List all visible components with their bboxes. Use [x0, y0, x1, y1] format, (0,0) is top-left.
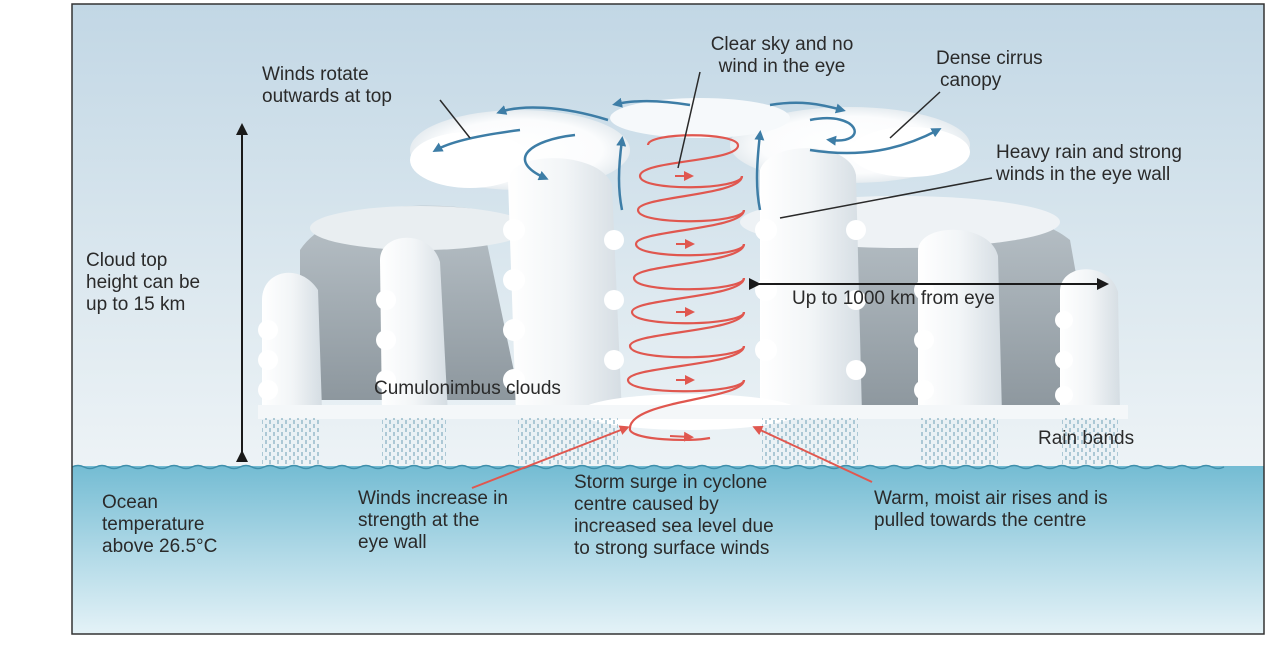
cloud-top-label-line: Cloud top: [86, 250, 168, 271]
diagram-frame: [71, 3, 1265, 635]
eye-wall-label: Heavy rain and strong winds in the eye w…: [996, 142, 1182, 186]
eye-label-line: Clear sky and no: [710, 34, 854, 55]
cirrus-label: Dense cirrus canopy: [936, 48, 1043, 92]
winds-rotate-label: Winds rotate outwards at top: [262, 64, 392, 108]
winds-rotate-label-line: outwards at top: [262, 86, 392, 107]
cloud-top-label-line: up to 15 km: [86, 294, 186, 315]
winds-increase-label: Winds increase in strength at the eye wa…: [358, 488, 508, 554]
cumulonimbus-label: Cumulonimbus clouds: [374, 378, 561, 399]
ocean-label-line: above 26.5°C: [102, 536, 218, 557]
cirrus-label-line: canopy: [940, 70, 1002, 91]
storm-surge-label-line: to strong surface winds: [574, 538, 770, 559]
warm-air-label-line: Warm, moist air rises and is: [874, 488, 1108, 509]
ocean-label-line: temperature: [102, 514, 205, 535]
spiral-arrowheads: [669, 171, 695, 442]
cloud-top-label-line: height can be: [86, 272, 201, 293]
cumulonimbus-towers: [258, 148, 1128, 430]
storm-surge-label: Storm surge in cyclone centre caused by …: [574, 472, 774, 560]
ocean-background: [72, 466, 1264, 634]
winds-increase-label-line: eye wall: [358, 532, 427, 553]
sea-surface-line: [71, 464, 1225, 470]
ocean-label: Ocean temperature above 26.5°C: [102, 492, 217, 558]
storm-surge-label-line: centre caused by: [574, 494, 719, 515]
eye-label-line: wind in the eye: [718, 56, 846, 77]
winds-rotate-label-line: Winds rotate: [262, 64, 369, 85]
cirrus-label-line: Dense cirrus: [936, 48, 1043, 69]
cloud-top-label: Cloud top height can be up to 15 km: [86, 250, 200, 316]
storm-surge-label-line: Storm surge in cyclone: [574, 472, 768, 493]
warm-air-label: Warm, moist air rises and is pulled towa…: [874, 488, 1108, 532]
leader-lines: [439, 71, 993, 219]
storm-surge-label-line: increased sea level due: [574, 516, 774, 537]
surface-pointers: [471, 425, 873, 489]
winds-increase-label-line: strength at the: [358, 510, 480, 531]
rain-bands-label: Rain bands: [1038, 428, 1135, 449]
outflow-arrows: [432, 97, 942, 211]
rain-bands: [262, 418, 1118, 464]
eye-spiral: [626, 134, 746, 442]
warm-air-label-line: pulled towards the centre: [874, 510, 1087, 531]
winds-increase-label-line: Winds increase in: [358, 488, 508, 509]
ocean-label-line: Ocean: [102, 492, 158, 513]
eye-label: Clear sky and no wind in the eye: [682, 34, 882, 78]
distance-label: Up to 1000 km from eye: [792, 288, 995, 309]
eye-wall-label-line: winds in the eye wall: [996, 164, 1171, 185]
eye-wall-label-line: Heavy rain and strong: [996, 142, 1182, 163]
